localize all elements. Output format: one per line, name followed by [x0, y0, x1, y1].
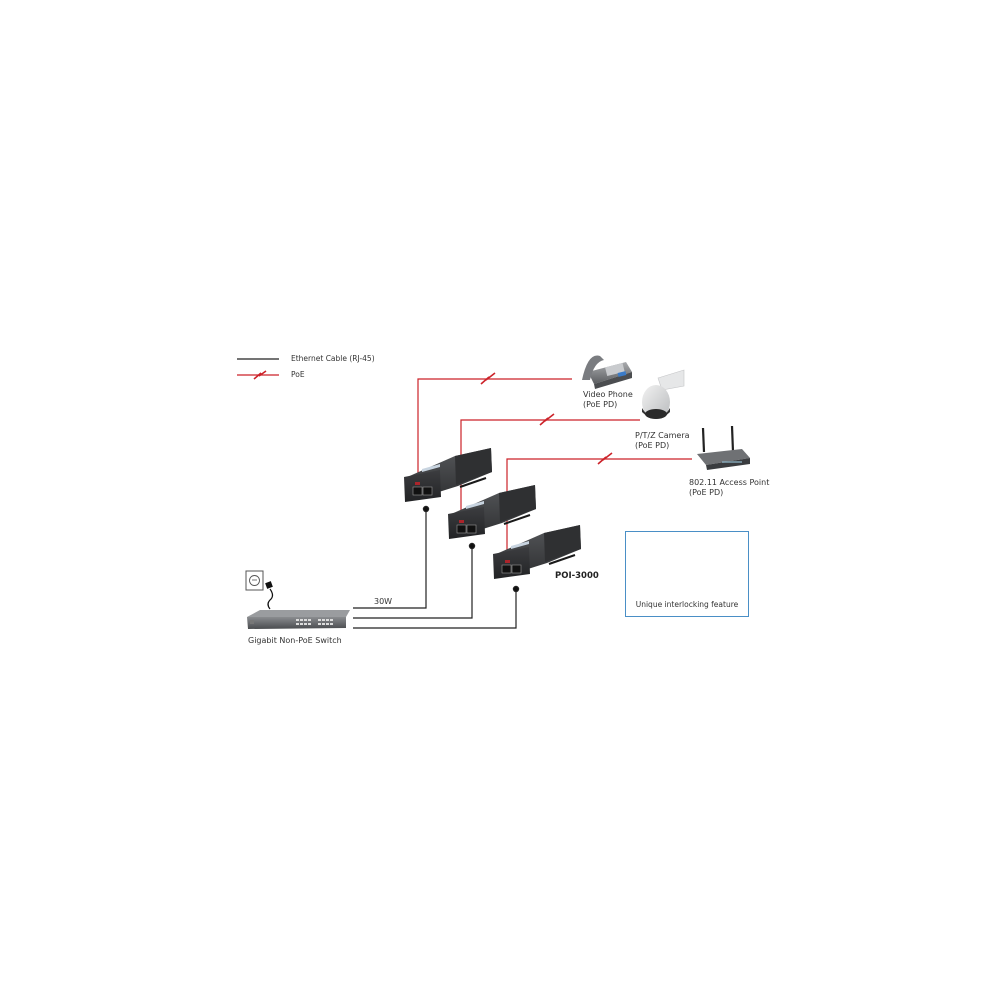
- legend-ethernet-label: Ethernet Cable (RJ-45): [291, 354, 375, 363]
- legend-poe-line: [237, 370, 279, 380]
- video-phone-name: Video Phone: [583, 390, 633, 399]
- power-budget-label: 30W: [374, 597, 393, 606]
- poe-line-access-point: [506, 452, 692, 570]
- switch-label: Gigabit Non-PoE Switch: [248, 636, 342, 645]
- poe-injector-1: [404, 448, 492, 502]
- inset-caption: Unique interlocking feature: [635, 600, 739, 609]
- ethernet-line-2: [353, 542, 476, 619]
- poe-injector-3: [493, 525, 581, 579]
- legend-item-poe: PoE: [291, 370, 305, 379]
- poe-line-ptz-camera: [460, 413, 640, 530]
- access-point-icon: [697, 425, 750, 470]
- access-point-label: 802.11 Access Point (PoE PD): [689, 478, 769, 498]
- legend-item-ethernet: Ethernet Cable (RJ-45): [291, 354, 375, 363]
- interlocking-feature-inset: Unique interlocking feature: [625, 531, 749, 617]
- video-phone-icon: [582, 355, 632, 389]
- ethernet-line-3: [353, 585, 520, 629]
- video-phone-sub: (PoE PD): [583, 400, 618, 409]
- legend-poe-label: PoE: [291, 370, 305, 379]
- access-point-sub: (PoE PD): [689, 488, 724, 497]
- ptz-camera-label: P/T/Z Camera (PoE PD): [635, 431, 690, 451]
- access-point-name: 802.11 Access Point: [689, 478, 770, 487]
- injector-model-label: POI-3000: [555, 571, 599, 581]
- gigabit-switch-icon: [247, 610, 350, 629]
- video-phone-label: Video Phone (PoE PD): [583, 390, 633, 410]
- power-plug-icon: [265, 581, 274, 610]
- poe-line-video-phone: [417, 372, 572, 493]
- power-outlet-icon: [245, 570, 264, 591]
- ptz-camera-sub: (PoE PD): [635, 441, 670, 450]
- poe-injector-2: [448, 485, 536, 539]
- ethernet-line-1: [353, 505, 430, 609]
- ptz-camera-name: P/T/Z Camera: [635, 431, 690, 440]
- ptz-camera-icon: [642, 369, 685, 419]
